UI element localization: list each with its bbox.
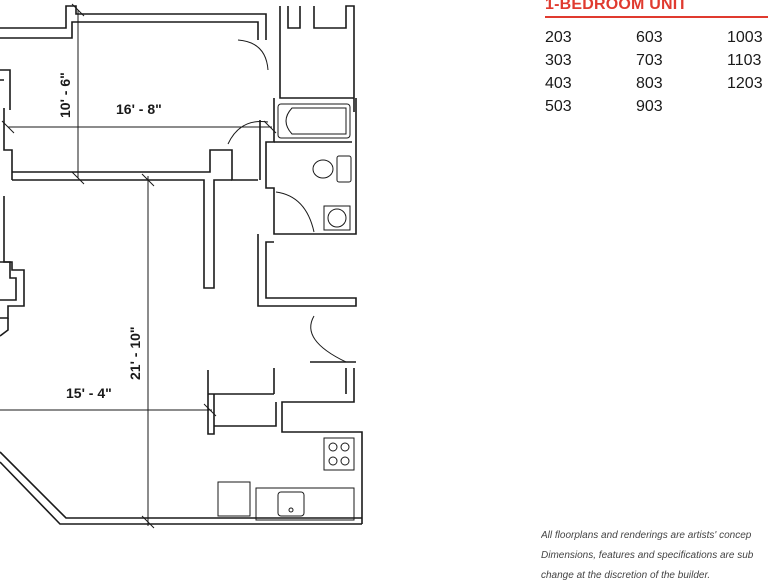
floor-plan: 10' - 6" 16' - 8" 21' - 10" 15' - 4" bbox=[0, 3, 363, 529]
entry-wall bbox=[208, 361, 356, 395]
burner-4 bbox=[340, 456, 350, 466]
bathroom-door-2 bbox=[275, 191, 315, 233]
kitchen-sink-icon bbox=[277, 491, 305, 517]
lower-exterior-wall bbox=[0, 451, 362, 525]
unit-number: 1203 bbox=[727, 75, 763, 92]
dim-tick-3 bbox=[141, 173, 155, 529]
bedroom-lower-wall-2 bbox=[12, 179, 232, 289]
burner-3 bbox=[328, 456, 338, 466]
unit-heading: 1-BEDROOM UNIT bbox=[545, 0, 688, 13]
bathtub-icon bbox=[277, 103, 351, 139]
closet-wall-2 bbox=[313, 5, 355, 112]
counter bbox=[255, 487, 355, 521]
dim-tick bbox=[71, 3, 85, 185]
unit-number: 503 bbox=[545, 98, 572, 115]
hall-wall bbox=[257, 234, 357, 307]
dim-tick-2 bbox=[1, 120, 277, 134]
bedroom-exterior-wall bbox=[0, 5, 267, 40]
left-wall-bays bbox=[0, 108, 25, 319]
closet-door bbox=[237, 39, 269, 71]
left-wall-inner bbox=[0, 261, 17, 301]
entry-door bbox=[310, 315, 347, 363]
disclaimer-line: All floorplans and renderings are artist… bbox=[541, 530, 752, 541]
unit-number: 803 bbox=[636, 75, 663, 92]
lower-exterior-wall-2 bbox=[0, 318, 9, 337]
unit-number: 903 bbox=[636, 98, 663, 115]
closet-wall bbox=[287, 6, 301, 29]
unit-number: 303 bbox=[545, 52, 572, 69]
bedroom-wall-inner bbox=[0, 21, 259, 40]
unit-number: 1003 bbox=[727, 29, 763, 46]
dim-label-upper-height: 10' - 6" bbox=[57, 72, 73, 118]
bathroom-wall-inner bbox=[259, 120, 352, 180]
dim-label-lower-height: 21' - 10" bbox=[127, 326, 143, 380]
disclaimer-line: change at the discretion of the builder. bbox=[541, 570, 711, 581]
stove-icon bbox=[323, 437, 355, 471]
entry-wall-2 bbox=[281, 368, 363, 524]
toilet-icon bbox=[312, 159, 334, 179]
sink-basin bbox=[327, 208, 347, 228]
dim-tick-4 bbox=[203, 403, 217, 417]
left-exterior-wall bbox=[0, 69, 11, 110]
bedroom-lower-wall bbox=[12, 149, 258, 181]
burner-1 bbox=[328, 442, 338, 452]
fridge-icon bbox=[217, 481, 251, 517]
bathroom-wall bbox=[265, 98, 357, 235]
dim-label-lower-width: 15' - 4" bbox=[66, 385, 112, 401]
unit-number: 403 bbox=[545, 75, 572, 92]
closet-wall-3 bbox=[279, 6, 354, 99]
burner-2 bbox=[340, 442, 350, 452]
unit-number-list: 203 603 1003 303 703 1103 403 803 1203 5… bbox=[545, 28, 768, 116]
unit-number: 1103 bbox=[727, 52, 762, 69]
faucet bbox=[288, 507, 294, 513]
unit-number: 703 bbox=[636, 52, 663, 69]
unit-number: 203 bbox=[545, 29, 572, 46]
disclaimer-line: Dimensions, features and specifications … bbox=[541, 550, 754, 561]
heading-rule bbox=[545, 16, 768, 18]
sink-icon bbox=[323, 205, 351, 231]
bathroom-door bbox=[227, 120, 269, 145]
toilet-tank bbox=[336, 155, 352, 183]
bathtub-basin bbox=[285, 107, 347, 135]
disclaimer: All floorplans and renderings are artist… bbox=[541, 526, 768, 586]
kitchen-partition bbox=[207, 370, 277, 435]
dim-label-upper-width: 16' - 8" bbox=[116, 101, 162, 117]
unit-number: 603 bbox=[636, 29, 663, 46]
